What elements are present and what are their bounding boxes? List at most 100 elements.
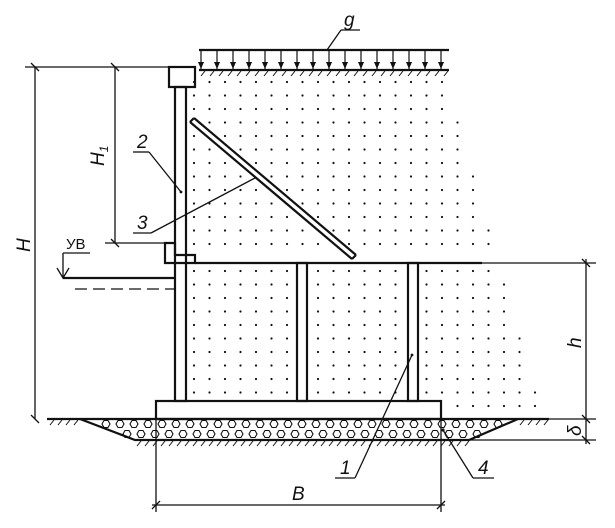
soil-dot [192, 364, 196, 367]
load-arrow-head-icon [294, 62, 300, 69]
gravel-hex [199, 419, 209, 429]
gravel-bedding-pattern [101, 419, 503, 439]
soil-dot [487, 229, 490, 232]
soil-dot [456, 134, 459, 138]
callout-4-label: 4 [478, 458, 489, 479]
soil-dot [223, 337, 227, 340]
soil-dot [208, 148, 211, 151]
soil-dot [363, 377, 366, 381]
soil-dot [456, 296, 459, 300]
hatch-mark [326, 70, 332, 77]
soil-dot [394, 350, 397, 354]
soil-dot [223, 242, 227, 246]
soil-dot [347, 296, 351, 300]
soil-dot [254, 188, 258, 192]
soil-dot [409, 202, 413, 205]
soil-dot [394, 215, 397, 219]
diagonal-strut [189, 117, 357, 260]
soil-dot [192, 310, 196, 313]
soil-dot [440, 202, 444, 205]
soil-dot [456, 148, 459, 151]
soil-dot [316, 323, 320, 327]
distributed-load-arrows [198, 50, 444, 69]
soil-dot [239, 296, 242, 300]
gravel-hex [136, 429, 146, 439]
soil-dot [239, 391, 242, 394]
hatch-mark [281, 70, 287, 77]
soil-dot [192, 175, 196, 178]
hatch-mark [245, 70, 251, 77]
soil-dot [456, 404, 459, 408]
callout-3-label: 3 [137, 213, 148, 234]
soil-dot [409, 107, 413, 111]
gravel-bedding-outline [79, 417, 519, 442]
soil-dot [208, 296, 211, 300]
soil-dot [533, 404, 537, 408]
hatch-mark [434, 70, 440, 77]
soil-dot [270, 350, 273, 354]
hatch-mark [248, 440, 254, 447]
soil-dot [440, 107, 444, 111]
hatch-mark [184, 440, 190, 447]
soil-dot [378, 323, 382, 327]
gravel-hex [388, 429, 398, 439]
soil-dot [487, 337, 490, 340]
hatch-mark [424, 440, 430, 447]
soil-dot [363, 296, 366, 300]
soil-dot [425, 242, 428, 246]
soil-dot [332, 94, 335, 97]
soil-dot [471, 175, 475, 178]
gravel-hex [213, 419, 223, 429]
soil-dot [332, 229, 335, 232]
hatch-mark [371, 70, 377, 77]
gravel-hex [346, 429, 356, 439]
hatch-mark [317, 70, 323, 77]
soil-dot [471, 283, 475, 286]
soil-dot [254, 215, 258, 219]
soil-dot [378, 107, 382, 111]
soil-dot [363, 242, 366, 246]
hatch-mark [264, 440, 270, 447]
hatch-mark [160, 440, 166, 447]
load-arrow-head-icon [422, 62, 428, 69]
soil-backfill-dots [192, 80, 537, 408]
load-label: g [344, 10, 355, 31]
soil-dot [239, 215, 242, 219]
soil-dot [239, 310, 242, 313]
soil-dot [502, 377, 506, 381]
hatch-mark [216, 440, 222, 447]
soil-dot [347, 269, 351, 273]
soil-dot [394, 229, 397, 232]
soil-dot [409, 148, 413, 151]
soil-dot [347, 377, 351, 381]
hatch-mark [49, 419, 55, 426]
soil-dot [223, 350, 227, 354]
hatch-mark [519, 419, 525, 426]
callout-2-label: 2 [136, 132, 148, 153]
soil-dot [487, 364, 490, 367]
soil-dot [363, 134, 366, 138]
soil-dot [471, 229, 475, 232]
soil-dot [192, 337, 196, 340]
soil-dot [239, 350, 242, 354]
soil-dot [301, 107, 304, 111]
soil-dot [394, 364, 397, 367]
soil-dot [471, 350, 475, 354]
soil-dot [301, 175, 304, 178]
hatch-mark [218, 70, 224, 77]
soil-dot [285, 269, 289, 273]
soil-dot [487, 283, 490, 286]
dimension-ticks [581, 258, 591, 445]
soil-dot [456, 364, 459, 367]
soil-dot [239, 242, 242, 246]
soil-dot [332, 134, 335, 138]
soil-dot [471, 404, 475, 408]
soil-dot [425, 94, 428, 97]
soil-dot [425, 364, 428, 367]
hatch-mark [304, 440, 310, 447]
hatch-mark [168, 440, 174, 447]
soil-dot [440, 350, 444, 354]
soil-dot [270, 242, 273, 246]
soil-dot [332, 337, 335, 340]
